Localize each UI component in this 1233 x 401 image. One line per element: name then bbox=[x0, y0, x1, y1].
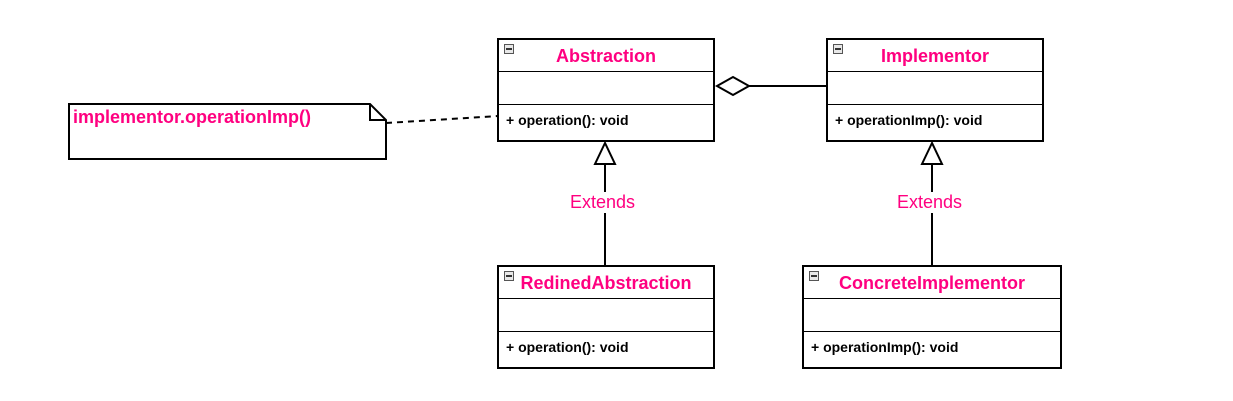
class-abstraction-header: Abstraction bbox=[499, 40, 713, 72]
class-concrete-implementor-operation: + operationImp(): void bbox=[811, 339, 959, 355]
class-refined-abstraction-name: RedinedAbstraction bbox=[520, 273, 692, 293]
class-refined-abstraction-header: RedinedAbstraction bbox=[499, 267, 713, 299]
extends-left-arrowhead bbox=[593, 140, 617, 165]
collapse-icon[interactable] bbox=[833, 44, 843, 54]
class-implementor-attributes bbox=[828, 72, 1042, 105]
note-fold bbox=[369, 104, 386, 121]
note-anchor-line bbox=[385, 115, 499, 124]
note-shape[interactable] bbox=[68, 103, 387, 160]
class-abstraction-operation: + operation(): void bbox=[506, 112, 629, 128]
class-implementor-header: Implementor bbox=[828, 40, 1042, 72]
class-abstraction[interactable]: Abstraction + operation(): void bbox=[497, 38, 715, 142]
class-concrete-implementor-attributes bbox=[804, 299, 1060, 332]
class-concrete-implementor[interactable]: ConcreteImplementor + operationImp(): vo… bbox=[802, 265, 1062, 369]
class-concrete-implementor-name: ConcreteImplementor bbox=[838, 273, 1026, 293]
class-refined-abstraction[interactable]: RedinedAbstraction + operation(): void bbox=[497, 265, 715, 369]
extends-right-arrowhead bbox=[920, 140, 944, 165]
class-abstraction-name: Abstraction bbox=[555, 46, 656, 66]
collapse-icon[interactable] bbox=[504, 271, 514, 281]
class-implementor[interactable]: Implementor + operationImp(): void bbox=[826, 38, 1044, 142]
collapse-icon[interactable] bbox=[504, 44, 514, 54]
aggregation-diamond bbox=[714, 75, 752, 97]
class-abstraction-attributes bbox=[499, 72, 713, 105]
extends-right-label: Extends bbox=[895, 192, 965, 213]
extends-left-label: Extends bbox=[568, 192, 638, 213]
class-concrete-implementor-header: ConcreteImplementor bbox=[804, 267, 1060, 299]
class-implementor-operation: + operationImp(): void bbox=[835, 112, 983, 128]
note-text: implementor.operationImp() bbox=[73, 107, 312, 127]
class-implementor-name: Implementor bbox=[880, 46, 990, 66]
class-refined-abstraction-operation: + operation(): void bbox=[506, 339, 629, 355]
class-refined-abstraction-attributes bbox=[499, 299, 713, 332]
collapse-icon[interactable] bbox=[809, 271, 819, 281]
